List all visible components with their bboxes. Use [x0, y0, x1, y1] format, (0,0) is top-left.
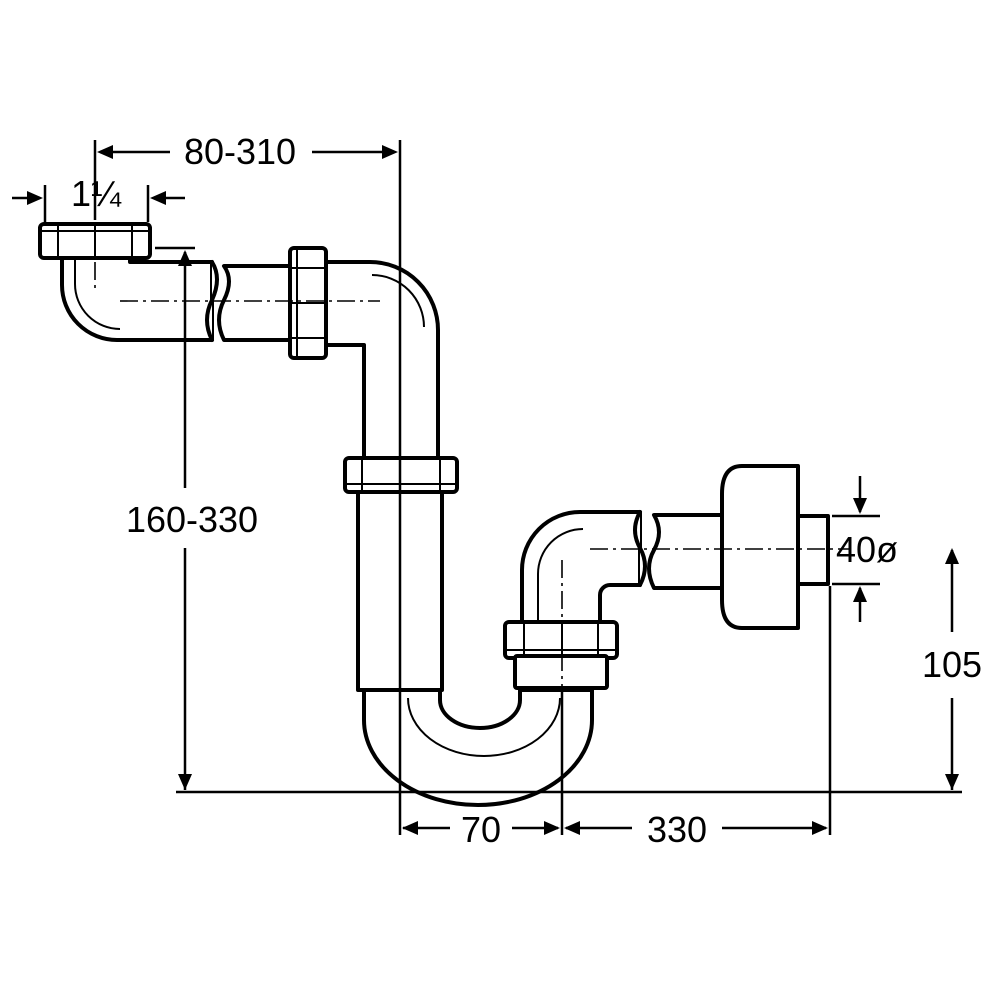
u-bend [362, 688, 594, 807]
inlet-elbow [60, 253, 214, 342]
dimension-80-310-line [97, 145, 398, 159]
dimension-height-line [178, 250, 192, 790]
wall-rosette [720, 464, 830, 630]
upper-nut [288, 246, 328, 360]
dimension-105-line [945, 548, 959, 790]
upper-bend [318, 260, 440, 464]
lower-bend [520, 510, 642, 627]
dimension-330-line [564, 821, 828, 835]
label-height-range: 160-330 [126, 499, 258, 540]
dimension-thread-line [12, 191, 185, 205]
dimension-diameter-line [853, 476, 867, 622]
extension-lines [43, 140, 962, 835]
label-outlet-length: 330 [647, 809, 707, 850]
label-trap-spacing: 70 [461, 809, 501, 850]
lower-nut [503, 620, 619, 690]
outlet-pipe-break [633, 510, 724, 590]
label-inlet-thread: 1¼ [71, 173, 122, 214]
label-outlet-height: 105 [922, 644, 982, 685]
dimension-70-line [402, 821, 560, 835]
inlet-pipe-break [205, 260, 302, 342]
label-outlet-diameter: 40ø [836, 529, 898, 570]
label-offset-horizontal: 80-310 [184, 131, 296, 172]
